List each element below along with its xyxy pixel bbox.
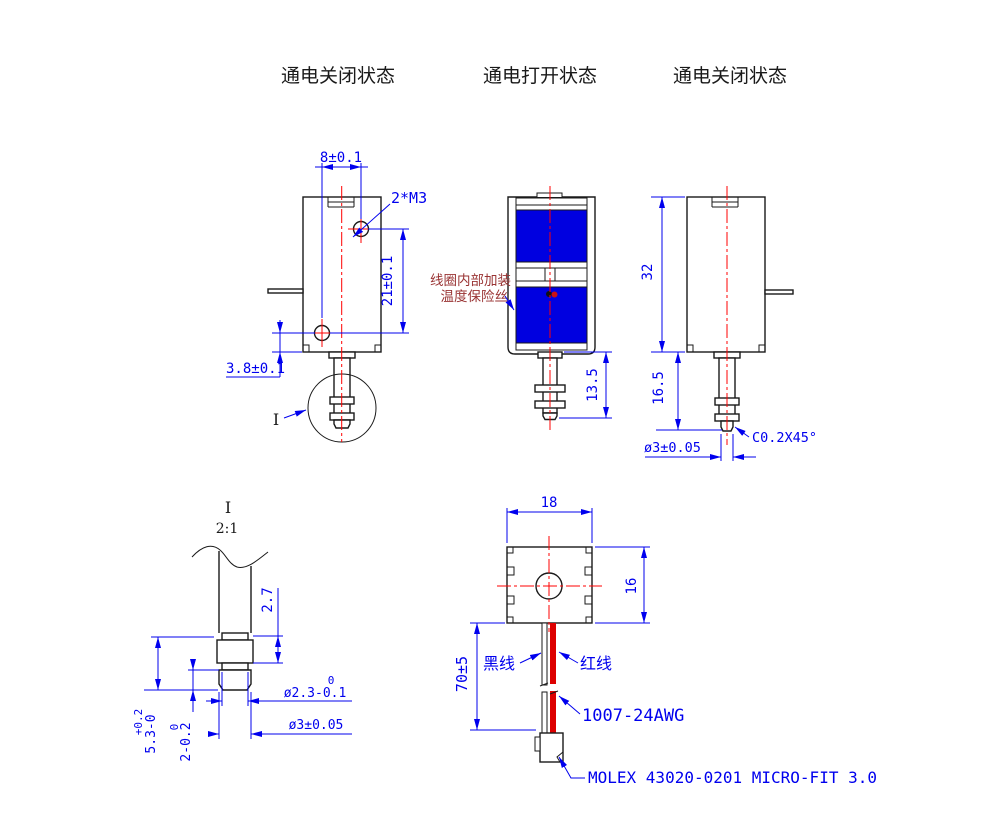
detail-break-line: [191, 545, 269, 568]
detail-neck: [221, 662, 249, 671]
wire-spec-text: 1007-24AWG: [582, 706, 684, 726]
black-wire-label: 黑线: [483, 654, 515, 673]
detail-label: I: [225, 498, 231, 517]
dim-dia2p3-main: ø2.3-0.1: [284, 686, 347, 701]
top-side-slots: [507, 566, 592, 605]
chamfer-leader: [734, 426, 750, 438]
black-wire-upper: [541, 622, 548, 686]
detail-collar: [221, 632, 249, 641]
detail-marker-text: I: [273, 410, 279, 429]
section-view: 13.5 线圈内部加装 温度保险丝: [430, 186, 612, 432]
dim-21-text: 21±0.1: [380, 256, 396, 307]
fuse-note-leader: [504, 295, 515, 311]
state-title-right: 通电关闭状态: [673, 65, 787, 87]
thread-leader: [352, 203, 391, 238]
state-title-left: 通电关闭状态: [281, 65, 395, 87]
section-bottom-flange: [515, 342, 588, 351]
connector-spec-leader: [558, 756, 585, 779]
section-top-flange: [515, 197, 588, 206]
fuse-note-line1: 线圈内部加装: [430, 273, 511, 289]
dim-16p5-text: 16.5: [651, 371, 667, 405]
top-corner-marks: [507, 547, 592, 623]
wire-break-marks: [539, 682, 559, 695]
thermal-fuse-dot-red: [551, 291, 558, 298]
section-plunger-in-gap: [544, 268, 556, 281]
dim-13p5-text: 13.5: [585, 368, 601, 402]
black-wire-leader: [519, 652, 542, 664]
side-bottom-notches: [687, 344, 765, 352]
detail-shaft: [218, 551, 252, 633]
black-wire-lower: [541, 691, 548, 734]
connector-spec-text: MOLEX 43020-0201 MICRO-FIT 3.0: [588, 768, 877, 787]
dim-70-extensions: [470, 622, 536, 731]
dim-5p3-extensions: [144, 636, 218, 691]
connector-tab: [534, 736, 541, 752]
coil-lower: [515, 286, 588, 344]
detail-tip: [218, 669, 252, 691]
side-body: [686, 196, 766, 353]
thread-callout-text: 2*M3: [391, 189, 427, 207]
dim-18-text: 18: [541, 495, 558, 511]
coil-upper: [515, 209, 588, 263]
side-pin: [764, 289, 794, 295]
red-wire-label: 红线: [580, 654, 612, 673]
front-pin: [267, 288, 304, 294]
dim-2p7-text: 2.7: [260, 587, 276, 612]
detail-scale: 2:1: [216, 521, 239, 537]
red-wire-lower: [550, 691, 556, 733]
side-top-slot: [711, 197, 739, 208]
dim-3p8-extensions: [226, 320, 315, 378]
chamfer-text: C0.2X45°: [752, 430, 817, 446]
dim-3p8-text: 3.8±0.1: [226, 361, 285, 377]
dim-dia3b-text: ø3±0.05: [289, 718, 344, 733]
wire-spec-leader: [558, 695, 581, 715]
dim-16-text: 16: [624, 578, 640, 595]
detail-marker-leader: [283, 409, 307, 419]
thermal-fuse-dot-black: [546, 291, 552, 297]
dim-16-extensions: [595, 546, 650, 624]
section-divider-lower: [515, 280, 588, 288]
side-view: 32 16.5 C0.2X45° ø3±0.05: [640, 186, 817, 461]
dim-32-extensions: [651, 196, 685, 353]
state-title-middle: 通电打开状态: [483, 65, 597, 87]
red-wire-leader: [558, 651, 579, 664]
dim-32-text: 32: [640, 264, 656, 281]
dim-dia3-text: ø3±0.05: [644, 440, 701, 456]
dim-2-sup: 0: [168, 724, 181, 731]
front-bottom-notches: [303, 344, 381, 352]
detail-ring-block: [216, 639, 254, 664]
dim-8-extensions: [315, 163, 368, 318]
dim-5p3-main: 5.3-0: [144, 714, 159, 753]
front-top-slot: [327, 197, 355, 208]
detail-view: I 2:1 2.7 5.3-0 +0.2 2-0.2 0 ø2.3-0.1 0 …: [132, 498, 352, 762]
dim-70-text: 70±5: [453, 656, 471, 692]
fuse-note-line2: 温度保险丝: [441, 289, 509, 305]
dim-8-text: 8±0.1: [320, 150, 362, 166]
dim-dia2p3-sup: 0: [328, 674, 335, 687]
dim-2-main: 2-0.2: [179, 722, 194, 761]
red-wire-upper: [550, 623, 556, 684]
section-divider-upper: [515, 261, 588, 269]
wiring: 70±5 黑线 红线 1007-24AWG MOLEX 43020-0201 M…: [453, 622, 877, 787]
dim-5p3-sup: +0.2: [132, 709, 145, 736]
front-view: 8±0.1 2*M3 21±0.1 3.8±0.1 I: [226, 150, 427, 443]
top-view: 18 16: [497, 495, 650, 632]
